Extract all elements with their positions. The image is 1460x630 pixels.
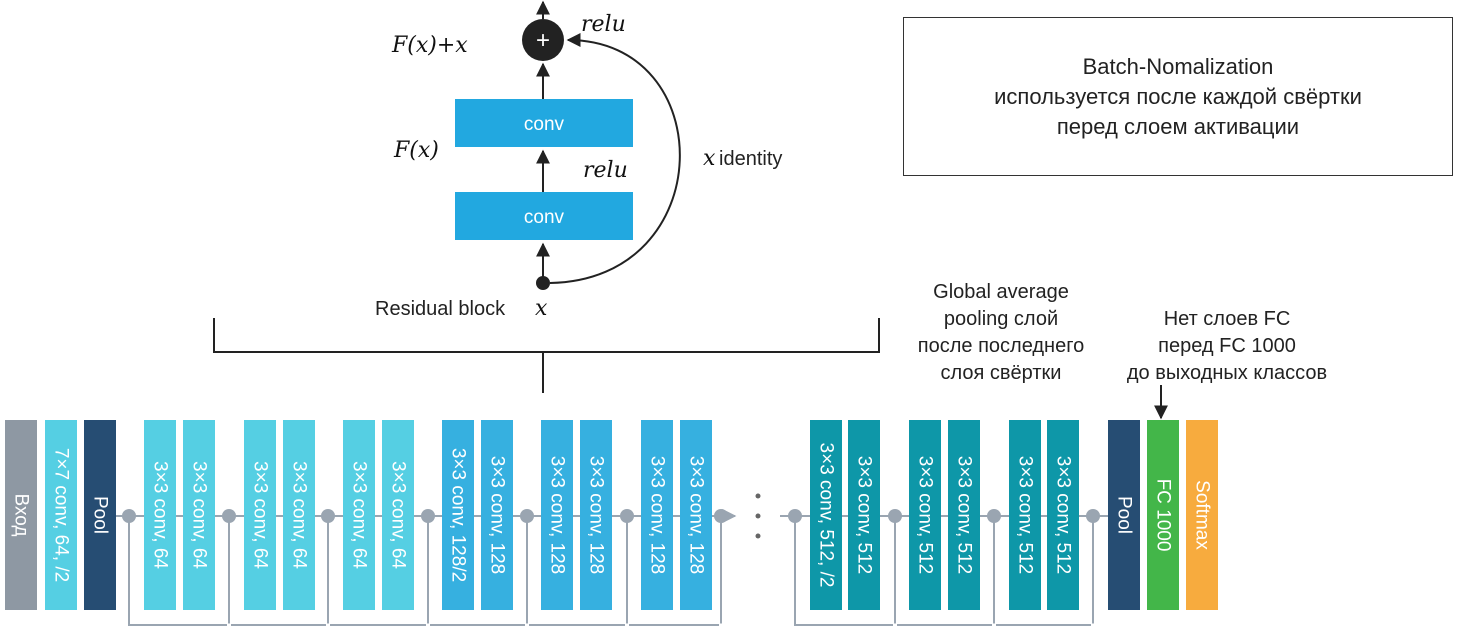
layer-label: 7×7 conv, 64, /2 bbox=[51, 448, 72, 582]
junction-node bbox=[888, 509, 902, 523]
junction-node bbox=[1086, 509, 1100, 523]
layer-label: 3×3 conv, 512 bbox=[854, 456, 875, 575]
junction-nodes bbox=[122, 509, 1100, 523]
junction-node bbox=[714, 509, 728, 523]
layer-block bbox=[909, 420, 941, 610]
junction-node bbox=[421, 509, 435, 523]
conv-bottom-label: conv bbox=[524, 207, 565, 228]
identity-shortcut bbox=[549, 33, 681, 284]
layer-block bbox=[45, 420, 77, 610]
layer-label: 3×3 conv, 128 bbox=[586, 456, 607, 575]
layer-block bbox=[144, 420, 176, 610]
fc-line-1: Нет слоев FC bbox=[1163, 308, 1291, 330]
layer-label: 3×3 conv, 512 bbox=[915, 456, 936, 575]
junction-node bbox=[122, 509, 136, 523]
layer-block bbox=[244, 420, 276, 610]
gap-line-4: слоя свёртки bbox=[940, 362, 1062, 384]
gap-line-2: pooling слой bbox=[943, 308, 1059, 330]
conv-bottom-block bbox=[455, 192, 633, 240]
layer-label: 3×3 conv, 128 bbox=[547, 456, 568, 575]
residual-block-x: x bbox=[535, 296, 548, 321]
layer-label: 3×3 conv, 64 bbox=[349, 461, 370, 569]
junction-node bbox=[321, 509, 335, 523]
junction-node bbox=[987, 509, 1001, 523]
layer-label: 3×3 conv, 64 bbox=[250, 461, 271, 569]
layer-block bbox=[1147, 420, 1179, 610]
layer-block bbox=[1108, 420, 1140, 610]
fx-plus-x-label: F(x)+x bbox=[391, 33, 468, 58]
layer-block bbox=[183, 420, 215, 610]
conv-top-block bbox=[455, 99, 633, 147]
layer-block bbox=[442, 420, 474, 610]
skip-loop bbox=[626, 516, 722, 626]
layer-block bbox=[382, 420, 414, 610]
junction-node bbox=[222, 509, 236, 523]
plus-symbol: + bbox=[536, 27, 550, 54]
layer-block bbox=[283, 420, 315, 610]
junction-node bbox=[520, 509, 534, 523]
layer-label: 3×3 conv, 128/2 bbox=[448, 448, 469, 582]
layer-label: Pool bbox=[1114, 496, 1135, 534]
layer-label: 3×3 conv, 128 bbox=[647, 456, 668, 575]
residual-block-title: Residual block bbox=[375, 298, 506, 320]
layer-block bbox=[1186, 420, 1218, 610]
fc-line-2: перед FC 1000 bbox=[1158, 335, 1296, 357]
junction-node bbox=[788, 509, 802, 523]
conv-top-label: conv bbox=[524, 114, 565, 135]
layer-label: 3×3 conv, 512, /2 bbox=[816, 443, 837, 588]
ellipsis bbox=[755, 493, 761, 539]
note-line-3: перед слоем активации bbox=[1056, 113, 1300, 139]
fx-label: F(x) bbox=[393, 138, 439, 163]
layer-block bbox=[848, 420, 880, 610]
layer-label: 3×3 conv, 512 bbox=[1015, 456, 1036, 575]
layer-label: 3×3 conv, 64 bbox=[388, 461, 409, 569]
layer-block bbox=[680, 420, 712, 610]
layer-label: 3×3 conv, 64 bbox=[289, 461, 310, 569]
layer-label: 3×3 conv, 64 bbox=[150, 461, 171, 569]
layer-block bbox=[948, 420, 980, 610]
layer-block bbox=[481, 420, 513, 610]
skip-connections bbox=[116, 509, 1108, 627]
skip-loop bbox=[993, 516, 1094, 626]
layer-label: FC 1000 bbox=[1153, 479, 1174, 552]
layer-block bbox=[1047, 420, 1079, 610]
layer-label: Softmax bbox=[1192, 480, 1213, 550]
layer-block bbox=[5, 420, 37, 610]
layer-block bbox=[641, 420, 673, 610]
junction-node bbox=[620, 509, 634, 523]
layer-label: 3×3 conv, 64 bbox=[189, 461, 210, 569]
gap-line-1: Global average bbox=[933, 281, 1069, 303]
layer-block bbox=[343, 420, 375, 610]
layer-block bbox=[810, 420, 842, 610]
fc-line-3: до выходных классов bbox=[1126, 362, 1328, 384]
layer-stack: Вход 7×7 conv, 64, /2 Pool 3×3 conv, 64 3×3 … bbox=[5, 420, 1218, 610]
layer-label: 3×3 conv, 128 bbox=[487, 456, 508, 575]
layer-block bbox=[541, 420, 573, 610]
note-line-2: используется после каждой свёртки bbox=[994, 83, 1362, 109]
residual-block: conv conv + F(x)+x relu F(x) relu x iden… bbox=[375, 0, 782, 321]
layer-label: 3×3 conv, 512 bbox=[1053, 456, 1074, 575]
bracket bbox=[213, 318, 880, 393]
layer-label: Pool bbox=[90, 496, 111, 534]
layer-label: 3×3 conv, 128 bbox=[686, 456, 707, 575]
layer-block bbox=[580, 420, 612, 610]
gap-annotation: Global average pooling слой после послед… bbox=[895, 279, 1107, 387]
input-node bbox=[536, 276, 550, 290]
add-node bbox=[522, 19, 564, 61]
note-line-1: Batch-Nomalization bbox=[1082, 53, 1274, 79]
identity-text: identity bbox=[719, 148, 782, 170]
layer-label: Вход bbox=[11, 494, 32, 537]
fc-annotation: Нет слоев FC перед FC 1000 до выходных к… bbox=[1100, 306, 1354, 387]
identity-var: x bbox=[703, 146, 716, 171]
relu-top-label: relu bbox=[581, 12, 626, 37]
layer-block bbox=[84, 420, 116, 610]
gap-line-3: после последнего bbox=[917, 335, 1085, 357]
layer-block bbox=[1009, 420, 1041, 610]
batch-norm-note: Batch-Nomalization используется после ка… bbox=[903, 17, 1453, 176]
layer-label: 3×3 conv, 512 bbox=[954, 456, 975, 575]
relu-mid-label: relu bbox=[583, 158, 628, 183]
